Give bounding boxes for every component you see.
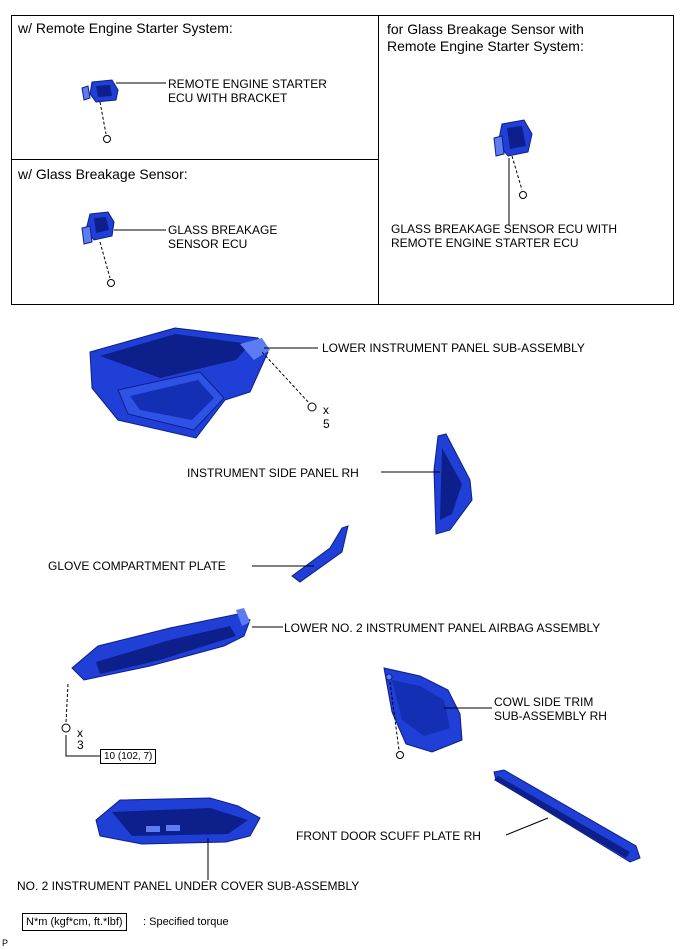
scuff-plate-illustration (493, 769, 641, 863)
lower-panel-label: LOWER INSTRUMENT PANEL SUB-ASSEMBLY (322, 341, 585, 355)
cowl-label-line2: SUB-ASSEMBLY RH (494, 709, 607, 723)
airbag-assembly-illustration (61, 608, 283, 757)
lower-instrument-panel-illustration (89, 327, 318, 439)
airbag-qty-n: 3 (77, 738, 84, 752)
combo-panel-title-line2: Remote Engine Starter System: (387, 38, 584, 54)
corner-mark: P (2, 938, 9, 948)
instrument-side-panel-illustration (381, 433, 473, 535)
legend-text: : Specified torque (143, 916, 229, 928)
combo-ecu-label-line2: REMOTE ENGINE STARTER ECU (391, 236, 579, 250)
glass-sensor-ecu-illustration (81, 211, 166, 287)
scuff-plate-label: FRONT DOOR SCUFF PLATE RH (296, 829, 481, 843)
airbag-qty-x: x (77, 726, 83, 740)
remote-panel-title: w/ Remote Engine Starter System: (18, 20, 233, 36)
airbag-torque-box: 10 (102, 7) (100, 749, 157, 764)
combo-ecu-illustration (493, 119, 533, 225)
airbag-label: LOWER NO. 2 INSTRUMENT PANEL AIRBAG ASSE… (284, 621, 601, 635)
under-cover-illustration (95, 797, 261, 880)
remote-ecu-label-line2: ECU WITH BRACKET (168, 91, 288, 105)
cowl-side-trim-illustration (383, 667, 492, 759)
combo-ecu-label-line1: GLASS BREAKAGE SENSOR ECU WITH (391, 222, 618, 236)
legend-torque-box: N*m (kgf*cm, ft.*lbf) (22, 913, 127, 931)
glove-compartment-plate-illustration (252, 525, 349, 583)
glass-ecu-label-line1: GLASS BREAKAGE (168, 223, 278, 237)
glass-ecu-label-line2: SENSOR ECU (168, 237, 248, 251)
glove-plate-label: GLOVE COMPARTMENT PLATE (48, 559, 226, 573)
remote-starter-ecu-illustration (81, 79, 166, 143)
cowl-label-line1: COWL SIDE TRIM (494, 695, 594, 709)
lower-panel-qty-x: x (323, 403, 329, 417)
combo-panel-title-line1: for Glass Breakage Sensor with (387, 21, 584, 37)
lower-panel-qty-n: 5 (323, 417, 330, 431)
glass-panel-title: w/ Glass Breakage Sensor: (18, 166, 188, 182)
remote-ecu-label-line1: REMOTE ENGINE STARTER (168, 77, 327, 91)
under-cover-label: NO. 2 INSTRUMENT PANEL UNDER COVER SUB-A… (17, 879, 360, 893)
side-panel-label: INSTRUMENT SIDE PANEL RH (187, 466, 359, 480)
